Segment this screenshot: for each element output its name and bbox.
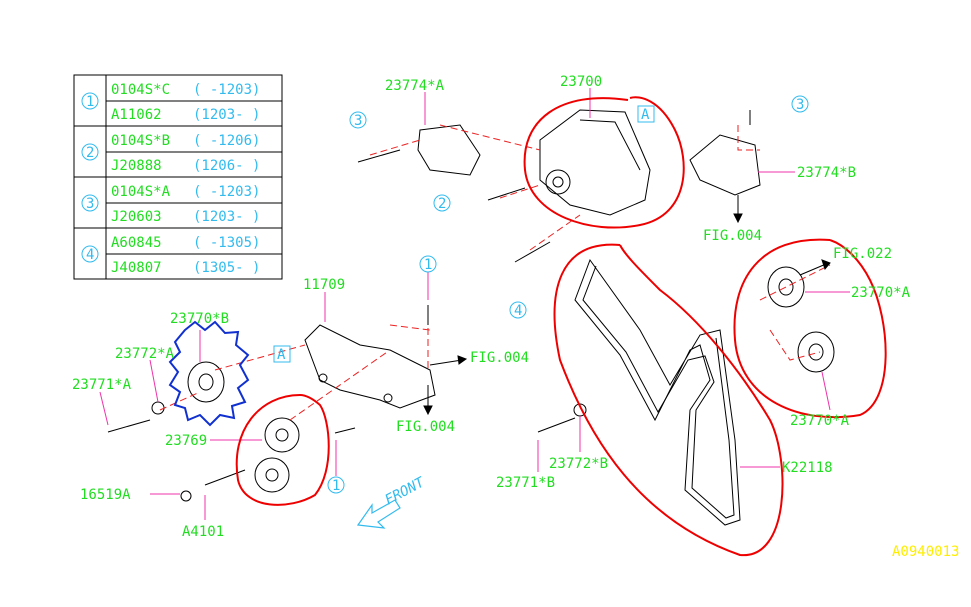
red-markups: [235, 96, 887, 557]
svg-text:2: 2: [438, 196, 446, 212]
label-23774b[interactable]: 23774*B: [797, 165, 856, 181]
label-23770a-upper[interactable]: 23770*A: [851, 285, 911, 301]
legend-row-1: 1 0104S*C ( -1203) A11062 (1203- ): [81, 82, 260, 123]
date-range: (1305- ): [193, 260, 260, 276]
diagram-id: A0940013: [892, 544, 959, 560]
callout-3-right: 3: [791, 95, 809, 113]
date-range: ( -1203): [193, 184, 260, 200]
legend-row-2: 2 0104S*B ( -1206) J20888 (1206- ): [81, 133, 260, 174]
date-range: ( -1305): [193, 235, 260, 251]
label-23770a-lower[interactable]: 23770*A: [790, 413, 850, 429]
ref-number: 4: [86, 247, 94, 263]
callout-1-bottom: 1: [327, 476, 345, 494]
ref-box-a-left: A: [273, 345, 291, 363]
label-23771b[interactable]: 23771*B: [496, 475, 555, 491]
legend-row-3: 3 0104S*A ( -1203) J20603 (1203- ): [81, 184, 260, 225]
part-number: A11062: [111, 107, 162, 123]
callout-1-top: 1: [419, 255, 437, 273]
label-fig004-top[interactable]: FIG.004: [703, 228, 762, 244]
part-number: A60845: [111, 235, 162, 251]
legend-table: [73, 74, 283, 280]
date-range: ( -1203): [193, 82, 260, 98]
date-range: (1206- ): [193, 158, 260, 174]
arrows: [423, 195, 831, 416]
ref-number: 1: [86, 94, 94, 110]
label-23774a[interactable]: 23774*A: [385, 78, 445, 94]
label-23771a[interactable]: 23771*A: [72, 377, 132, 393]
svg-text:3: 3: [354, 113, 362, 129]
part-number: J20888: [111, 158, 162, 174]
blue-markup: [168, 320, 250, 427]
tensioner-23769: [254, 417, 300, 493]
label-a4101[interactable]: A4101: [182, 524, 224, 540]
date-range: (1203- ): [193, 107, 260, 123]
svg-text:4: 4: [514, 303, 522, 319]
ref-number: 2: [86, 145, 94, 161]
label-fig004-right[interactable]: FIG.004: [470, 350, 529, 366]
front-arrow-icon: FRONT: [356, 474, 428, 529]
svg-text:1: 1: [332, 478, 340, 494]
label-23770b[interactable]: 23770*B: [170, 311, 229, 327]
label-fig004-bottom[interactable]: FIG.004: [396, 419, 455, 435]
callout-4: 4: [509, 301, 527, 319]
alternator: [539, 109, 651, 216]
svg-text:3: 3: [796, 97, 804, 113]
part-number: 0104S*C: [111, 82, 170, 98]
label-fig022[interactable]: FIG.022: [833, 246, 892, 262]
label-23772a[interactable]: 23772*A: [115, 346, 175, 362]
part-number: 0104S*A: [111, 184, 171, 200]
bracket-23774a: [417, 124, 481, 176]
idlers-23770a: [767, 266, 835, 373]
label-11709[interactable]: 11709: [303, 277, 345, 293]
belt-k22118: [574, 258, 741, 526]
label-16519a[interactable]: 16519A: [80, 487, 131, 503]
callout-2: 2: [433, 194, 451, 212]
date-range: (1203- ): [193, 209, 260, 225]
svg-text:A: A: [277, 347, 286, 363]
label-23772b[interactable]: 23772*B: [549, 456, 608, 472]
part-number: 0104S*B: [111, 133, 170, 149]
ref-box-a-top: A: [637, 105, 655, 123]
label-23769[interactable]: 23769: [165, 433, 207, 449]
front-label: FRONT: [382, 474, 428, 509]
legend-row-4: 4 A60845 ( -1305) J40807 (1305- ): [81, 235, 260, 276]
idler-23770b: [187, 361, 225, 403]
bracket-11709: [304, 324, 436, 409]
callout-3-left: 3: [349, 111, 367, 129]
label-k22118[interactable]: K22118: [782, 460, 833, 476]
ref-number: 3: [86, 196, 94, 212]
svg-text:A: A: [641, 107, 650, 123]
bracket-23774b: [689, 134, 761, 196]
assembly-lines: [159, 124, 831, 421]
part-number: J40807: [111, 260, 162, 276]
leader-lines: [99, 88, 850, 520]
part-number: J20603: [111, 209, 162, 225]
svg-text:1: 1: [424, 257, 432, 273]
label-23700[interactable]: 23700: [560, 74, 602, 90]
date-range: ( -1206): [193, 133, 260, 149]
